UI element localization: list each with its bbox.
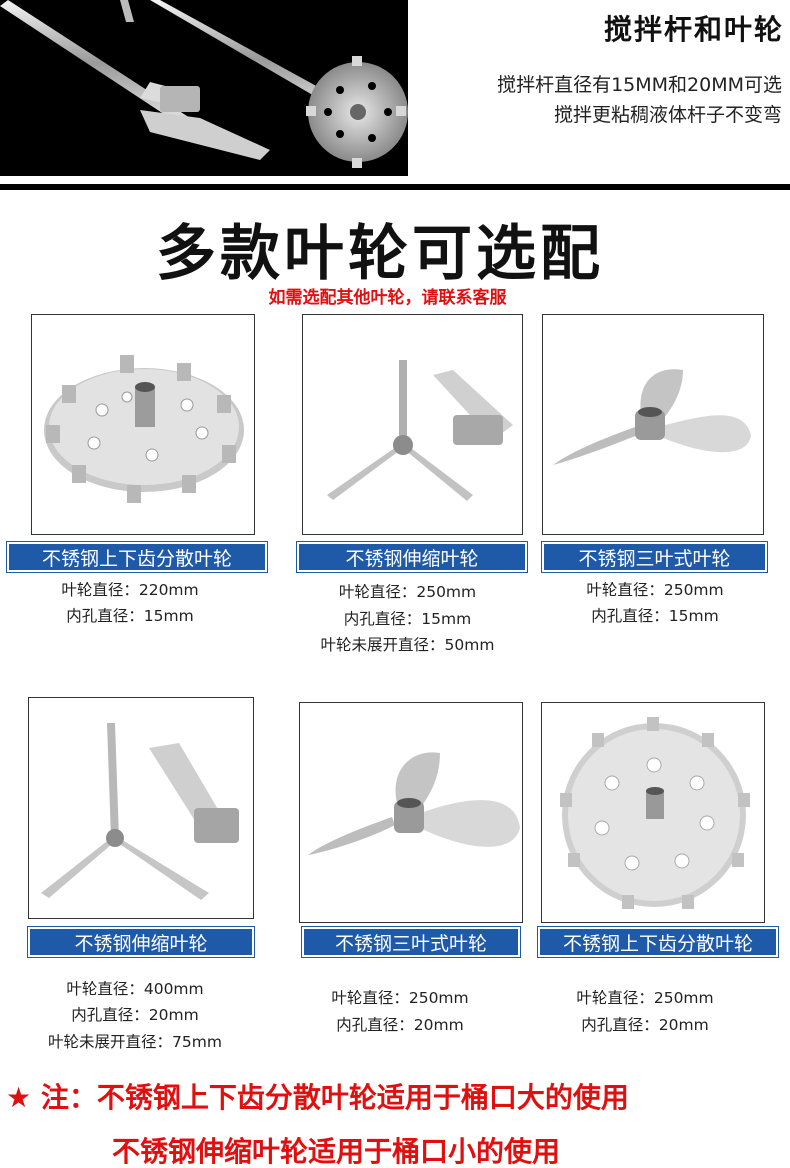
product-image-telescopic-impeller: [302, 314, 523, 535]
product-label: 不锈钢三叶式叶轮: [301, 926, 521, 958]
product-image-disc-impeller: [31, 314, 255, 535]
page-title: 多款叶轮可选配: [156, 219, 604, 289]
header-photo: [0, 0, 408, 176]
product-spec: 叶轮未展开直径：75mm: [48, 1033, 222, 1051]
product-spec: 叶轮未展开直径：50mm: [320, 636, 495, 654]
product-spec: 叶轮直径：250mm: [331, 989, 469, 1007]
product-image-three-blade-impeller: [542, 314, 764, 535]
product-spec: 内孔直径：20mm: [581, 1016, 709, 1034]
contact-note: 如需选配其他叶轮，请联系客服: [268, 288, 507, 308]
product-spec: 内孔直径：20mm: [336, 1016, 464, 1034]
product-spec: 内孔直径：15mm: [343, 610, 472, 628]
header-line-2: 搅拌更粘稠液体杆子不变弯: [553, 104, 782, 126]
product-image-telescopic-impeller: [28, 697, 254, 919]
product-spec: 内孔直径：20mm: [71, 1006, 199, 1024]
telescopic-impeller-illustration: [41, 723, 239, 900]
product-image-disc-impeller: [541, 702, 765, 923]
star-icon: ★: [6, 1081, 32, 1114]
telescopic-impeller-illustration: [327, 360, 513, 501]
product-label: 不锈钢上下齿分散叶轮: [6, 541, 268, 573]
header-line-1: 搅拌杆直径有15MM和20MM可选: [497, 74, 782, 96]
three-blade-impeller-illustration: [553, 369, 751, 465]
product-label: 不锈钢伸缩叶轮: [296, 541, 528, 573]
disc-impeller-illustration: [560, 717, 750, 909]
disc-impeller-illustration: [44, 355, 244, 503]
product-label: 不锈钢上下齿分散叶轮: [537, 926, 779, 958]
header-title: 搅拌杆和叶轮: [603, 13, 784, 46]
footer-note-2: 不锈钢伸缩叶轮适用于桶口小的使用: [112, 1135, 561, 1168]
product-image-three-blade-impeller: [299, 702, 523, 923]
product-spec: 内孔直径：15mm: [591, 607, 719, 625]
product-spec: 叶轮直径：250mm: [338, 583, 477, 601]
divider: [0, 184, 790, 190]
product-spec: 叶轮直径：220mm: [61, 581, 199, 599]
product-spec: 叶轮直径：250mm: [576, 989, 714, 1007]
product-spec: 叶轮直径：250mm: [586, 581, 724, 599]
stir-rod-illustration: [0, 0, 408, 176]
product-label: 不锈钢三叶式叶轮: [541, 541, 768, 573]
three-blade-impeller-illustration: [308, 752, 520, 855]
product-label: 不锈钢伸缩叶轮: [27, 926, 255, 958]
footer-note-1-text: 注：不锈钢上下齿分散叶轮适用于桶口大的使用: [40, 1081, 629, 1114]
footer-note-1: ★ 注：不锈钢上下齿分散叶轮适用于桶口大的使用: [6, 1076, 629, 1116]
product-spec: 内孔直径：15mm: [66, 607, 194, 625]
product-spec: 叶轮直径：400mm: [66, 980, 204, 998]
